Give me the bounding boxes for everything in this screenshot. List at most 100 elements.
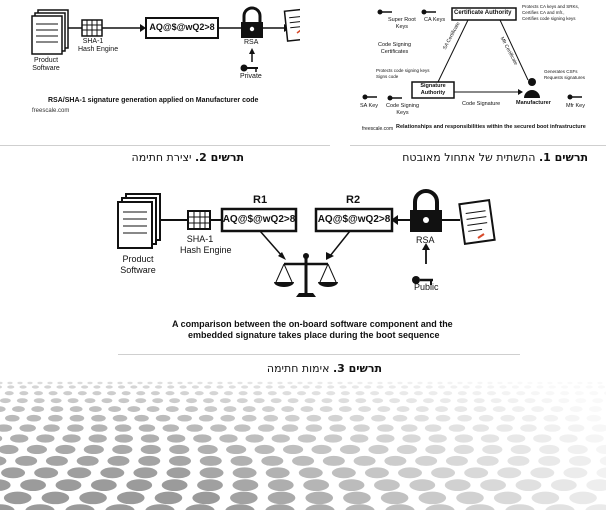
- decorative-dot: [287, 381, 293, 385]
- decorative-dot: [454, 434, 474, 443]
- decorative-dot: [314, 385, 323, 389]
- decorative-dot: [230, 455, 253, 466]
- decorative-dot: [358, 406, 371, 412]
- decorative-dot: [168, 455, 192, 466]
- decorative-dot: [31, 385, 39, 389]
- decorative-dot: [138, 455, 161, 466]
- decorative-dot: [193, 434, 212, 443]
- decorative-dot: [490, 398, 502, 404]
- decorative-dot: [569, 406, 583, 412]
- decorative-dot: [167, 385, 175, 389]
- figure-2: Product Software SHA-1 Hash Engine AQ@$@…: [0, 0, 311, 140]
- decorative-dot: [257, 424, 275, 432]
- decorative-dot: [179, 385, 187, 389]
- decorative-dot: [531, 491, 560, 505]
- decorative-dot: [198, 414, 214, 422]
- decorative-dot: [0, 504, 15, 510]
- decorative-dot: [472, 424, 489, 432]
- decorative-dot: [68, 385, 76, 389]
- decorative-dot: [437, 385, 446, 389]
- decorative-dot: [165, 406, 179, 412]
- decorative-dot: [339, 444, 361, 455]
- decorative-dot: [377, 381, 383, 385]
- sa-key-icon: [362, 94, 377, 100]
- figure-2-site: freescale.com: [32, 108, 70, 114]
- lock-icon: [241, 6, 263, 38]
- decorative-dot: [199, 467, 224, 479]
- decorative-dot: [0, 424, 13, 432]
- decorative-dot: [521, 414, 537, 422]
- decorative-dot: [152, 398, 164, 404]
- decorative-dot: [353, 455, 376, 466]
- decorative-dot: [476, 455, 499, 466]
- decorative-dot: [253, 391, 263, 396]
- decorative-dot: [456, 398, 468, 404]
- decorative-dot: [585, 434, 604, 443]
- decorative-dot: [277, 381, 283, 385]
- decorative-dot: [524, 398, 536, 404]
- decorative-dot: [307, 381, 313, 385]
- decorative-dot: [166, 467, 191, 479]
- decorative-dot: [0, 444, 19, 455]
- decorative-dot: [298, 467, 323, 479]
- product-software-icon: [31, 9, 69, 55]
- decorative-dot: [350, 434, 369, 443]
- signature-value: AQ@$@wQ2>8: [149, 22, 215, 32]
- decorative-dot: [37, 381, 43, 385]
- decorative-dot: [297, 381, 303, 385]
- decorative-dot: [0, 456, 7, 466]
- decorative-dot: [370, 391, 380, 396]
- super-root-label: Super Root Keys: [388, 17, 416, 30]
- decorative-dot: [138, 424, 156, 432]
- decorative-dot: [48, 391, 58, 396]
- decorative-dot: [321, 398, 333, 404]
- decorative-dot: [217, 381, 223, 385]
- decorative-dot: [167, 381, 173, 385]
- decorative-dot: [456, 491, 484, 505]
- decorative-dot: [161, 479, 188, 492]
- decorative-dot: [597, 385, 606, 389]
- decorative-dot: [19, 424, 36, 432]
- decorative-dot: [347, 381, 353, 385]
- decorative-dot: [497, 467, 522, 479]
- decorative-dot: [305, 424, 323, 432]
- decorative-dot: [353, 424, 370, 432]
- decorative-dot: [67, 467, 92, 479]
- figure-2-english-caption: RSA/SHA-1 signature generation applied o…: [48, 97, 259, 104]
- decorative-dot: [232, 479, 259, 492]
- decorative-dot: [517, 381, 523, 385]
- decorative-dot: [142, 385, 150, 389]
- decorative-dot: [232, 467, 257, 479]
- decorative-dot: [450, 385, 458, 389]
- decorative-dot: [162, 424, 179, 432]
- decorative-dot: [303, 479, 330, 492]
- decorative-dot: [487, 391, 497, 396]
- decorative-dot: [219, 398, 231, 404]
- decorative-dot: [69, 414, 85, 422]
- private-label: Private: [240, 73, 262, 80]
- decorative-dot: [345, 504, 375, 510]
- decorative-dot: [500, 414, 515, 422]
- decorative-dot: [147, 381, 153, 385]
- decorative-dot: [326, 391, 336, 396]
- decorative-dot: [563, 467, 588, 479]
- decorative-dot: [187, 381, 193, 385]
- decorative-dot: [558, 398, 570, 404]
- decorative-dot: [568, 455, 592, 466]
- decorative-dot: [62, 434, 81, 443]
- decorative-dot: [185, 504, 215, 510]
- decorative-dot: [169, 398, 181, 404]
- decorative-dot: [297, 434, 317, 443]
- decorative-dot: [81, 385, 89, 389]
- code-signing-key-icon: [387, 95, 402, 101]
- decorative-dot: [114, 434, 134, 443]
- decorative-dot: [56, 385, 64, 389]
- decorative-dot: [77, 381, 83, 385]
- decorative-dot: [548, 385, 556, 389]
- decorative-dot: [371, 414, 386, 422]
- decorative-dot: [108, 406, 121, 412]
- decorative-dot: [428, 391, 438, 396]
- decorative-dot: [114, 424, 132, 432]
- decorative-dot: [596, 444, 606, 455]
- decorative-dot: [506, 434, 526, 443]
